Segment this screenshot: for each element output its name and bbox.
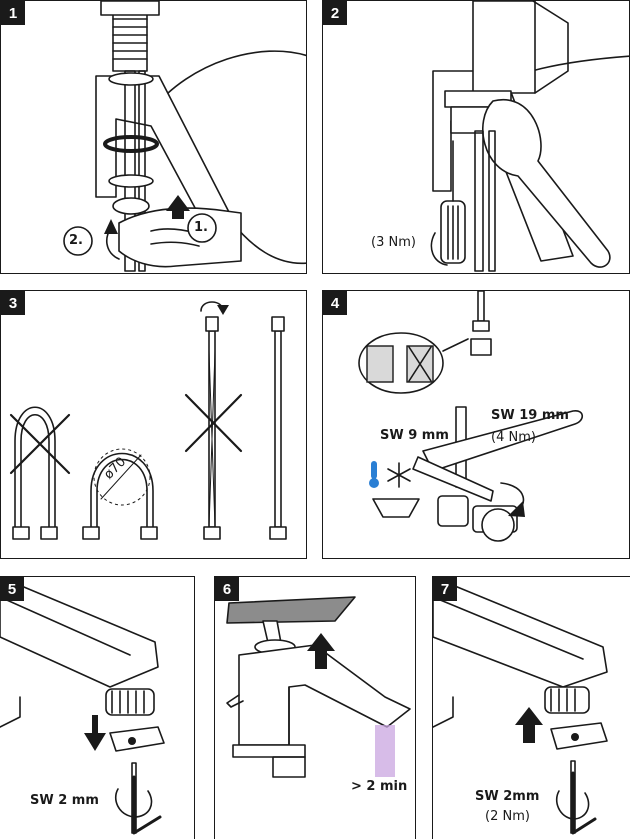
step-4-panel: 4 SW 9 mm SW 19 mm (4 Nm) xyxy=(322,290,630,559)
step-number: 2 xyxy=(323,1,347,25)
step-number: 3 xyxy=(1,291,25,315)
arrow-up-icon xyxy=(515,707,543,743)
wrench-sw19-label: SW 19 mm xyxy=(491,408,569,423)
thermometer-icon xyxy=(371,461,377,479)
callout-1 xyxy=(187,213,217,243)
flush-time-label: > 2 min xyxy=(351,779,408,794)
torque-label: (2 Nm) xyxy=(485,809,530,824)
step-3-panel: 3 ø70 xyxy=(0,290,307,559)
step-1-panel: 1 2. 1. xyxy=(0,0,307,274)
wrench-label: SW 2 mm xyxy=(30,793,99,808)
step-7-panel: 7 SW 2mm (2 Nm) xyxy=(432,576,630,839)
cross-mark-icon xyxy=(9,413,71,475)
allen-key-icon xyxy=(132,775,162,835)
cross-mark-icon xyxy=(184,393,243,453)
arrow-up-icon xyxy=(307,633,335,669)
water-stream xyxy=(375,725,395,777)
arrow-up-icon xyxy=(166,195,190,219)
wrench-sw9-label: SW 9 mm xyxy=(380,428,449,443)
torque-label: (4 Nm) xyxy=(491,430,536,445)
step-5-illustration xyxy=(0,577,165,835)
step-number: 4 xyxy=(323,291,347,315)
wrench-icon xyxy=(422,410,584,472)
step-2-panel: 2 (3 Nm) xyxy=(322,0,630,274)
torque-label: (3 Nm) xyxy=(371,235,416,250)
arrow-down-icon xyxy=(84,715,106,751)
step-6-panel: 6 > 2 min xyxy=(214,576,416,839)
allen-key-icon xyxy=(571,771,597,835)
wrench-label: SW 2mm xyxy=(475,789,540,804)
step-7-illustration xyxy=(433,577,608,835)
step-number: 1 xyxy=(1,1,25,25)
step-number: 7 xyxy=(433,577,457,601)
callout-1-label: 1. xyxy=(194,220,208,235)
step-3-illustration xyxy=(9,301,287,540)
step-6-illustration xyxy=(226,596,411,778)
step-5-panel: 5 SW 2 mm xyxy=(0,576,195,839)
step-4-illustration xyxy=(358,291,584,542)
callout-2-label: 2. xyxy=(69,233,83,248)
callout-2 xyxy=(63,226,93,256)
snowflake-icon xyxy=(387,462,411,488)
step-number: 5 xyxy=(0,577,24,601)
step-2-illustration xyxy=(430,1,629,272)
step-number: 6 xyxy=(215,577,239,601)
wrench-icon xyxy=(482,98,611,268)
step-1-illustration xyxy=(63,1,306,272)
